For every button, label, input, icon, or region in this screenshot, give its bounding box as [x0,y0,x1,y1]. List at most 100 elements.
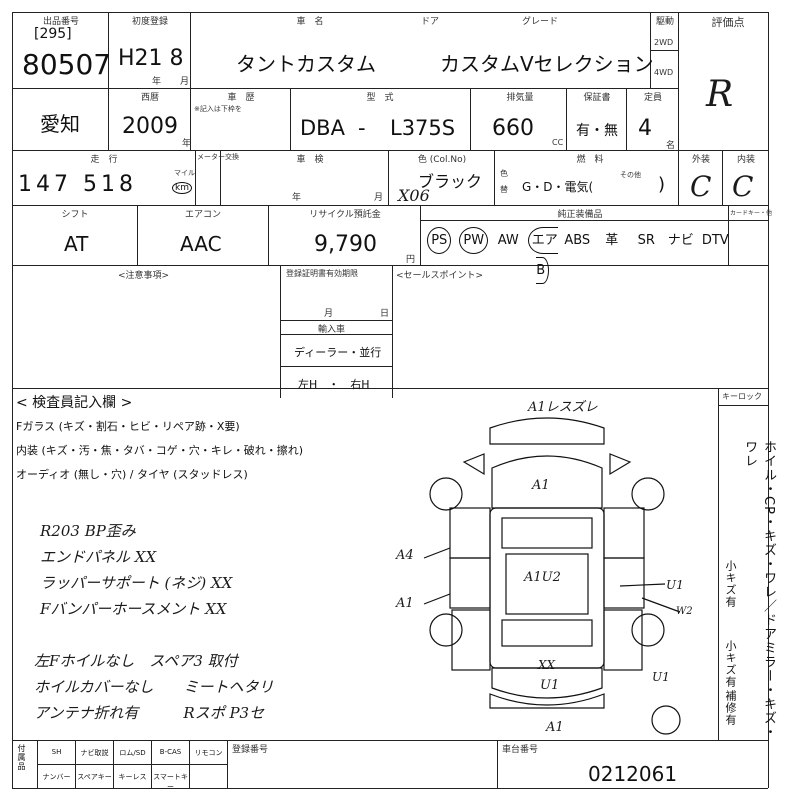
chassis-history-value: 愛知 [40,112,80,136]
right-quarter [603,609,643,671]
aircon-label: エアコン [184,210,221,220]
registration-number-label: 登録番号 [232,745,269,755]
chassis-number-label: 車台番号 [502,745,539,755]
warranty: 有・無 [576,123,618,139]
handwritten-note-7: アンテナ折れ有 Rスポ P3セ [34,704,265,722]
handle-side: 左H ・ 右H [298,378,370,391]
accessory-foot1-4: リモコン [194,749,223,757]
rating-label: 評価点 [711,16,745,29]
handwritten-note-3: ラッパーサポート (ネジ) XX [40,574,233,592]
wheel-mirror-side-note: ホイル・CP・キズ・ワレ／ドアミラー・キズ・ワレ [742,440,776,739]
spare-wheel [651,705,681,735]
door-label: ドア [420,17,439,27]
interior-grade: C [732,170,754,203]
notes-label: <注意事項> [118,271,170,281]
first-reg-year-unit: 年 [152,77,162,87]
mark-right-u1: U1 [666,578,684,592]
meter-exchange-label: メーター交換 [197,153,239,161]
warranty-label: 保証書 [583,93,611,103]
chassis-number: 0212061 [588,762,678,786]
handwritten-note-5: 左Fホイルなし スペア3 取付 [34,652,238,670]
first-registration-label: 初度登録 [131,17,168,27]
expiry-day: 日 [380,309,390,319]
mark-right-rear-u1: U1 [652,670,670,684]
history-label: 車 歴 [227,93,255,103]
right-front-wheel [631,477,665,511]
equipment-item-1: PW [457,226,492,256]
displacement-unit: CC [552,138,564,147]
equipment-item-4: ABS [564,233,591,248]
grade-label: グレード [521,17,558,27]
equipment-item-5: 革 [605,233,619,248]
sales-point-label: <セールスポイント> [396,271,484,281]
drive-2wd: 2WD [654,38,674,47]
right-mirror [609,453,632,476]
grade: カスタムVセレクション [440,52,654,76]
mark-bottom: A1 [546,720,564,735]
displacement: 660 [492,116,534,141]
lane-number: [295] [34,26,72,42]
card-key-label: カードキー・他 [730,210,773,217]
model-type-label: 型 式 [366,93,394,103]
right-front-door [603,507,645,559]
shift-label: シフト [61,210,89,220]
exterior-label: 外装 [691,155,710,165]
recycle-fee: 9,790 [314,232,377,257]
import-label: 輸入車 [318,325,346,335]
lot-number: 80507 [22,48,112,81]
accessory-foot1-2: ロム/SD [119,749,146,757]
roof-shape [505,553,589,615]
interior-label: 内装 [736,155,755,165]
accessory-foot2-3: スマートキー [153,773,188,791]
capacity-unit: 名 [666,141,676,151]
left-quarter [451,609,491,671]
audio-tire-condition: オーディオ (無し・穴) / タイヤ (スタッドレス) [16,468,248,481]
model-year-unit: 年 [182,139,192,149]
inspection-year: 年 [292,193,302,203]
color-code: X06 [398,186,430,205]
import-dealer: ディーラー・並行 [294,346,382,359]
accessory-foot2-0: ナンバー [42,773,71,781]
car-name: タントカスタム [236,52,376,76]
right-rear-door [603,557,645,609]
handwritten-note-6: ホイルカバーなし ミートヘタリ [34,678,274,696]
mark-hood: A1 [532,478,550,493]
registration-expiry-label: 登録証明書有効期限 [286,269,358,278]
right-rear-wheel [631,613,665,647]
equipment-item-3: エアB [526,226,561,286]
mileage-label: 走 行 [90,155,118,165]
fuel-close: ) [658,174,666,195]
expiry-month: 月 [324,309,334,319]
mark-roof: A1U2 [524,570,561,585]
fuel-other: その他 [620,171,641,179]
rear-hatch-shape [491,667,603,699]
inspector-title: < 検査員記入欄 > [16,395,133,411]
exterior-grade: C [690,170,712,203]
first-reg-month-unit: 月 [180,77,190,87]
handwritten-note-1: R203 BP歪み [40,522,136,540]
rating: R [706,74,734,115]
handwritten-note-4: Fバンパーホースメント XX [40,600,227,618]
inspection-label: 車 検 [296,155,324,165]
color-label: 色 (Col.No) [417,155,467,165]
accessory-foot1-3: B-CAS [159,748,182,756]
mark-left-front: A4 [396,548,414,563]
left-rear-wheel [429,613,463,647]
lot-number-label: 出品番号 [42,17,79,27]
mark-top: A1レスズレ [528,400,598,415]
rear-bumper-shape [489,693,605,709]
windshield-shape [501,517,593,549]
drive-4wd: 4WD [654,68,674,77]
glass-condition: Fガラス (キズ・割石・ヒビ・リペア跡・X要) [16,420,240,433]
car-name-label: 車 名 [296,17,324,27]
color-change-label: 色替 [500,169,508,194]
car-damage-diagram [423,417,681,735]
model-year: 2009 [122,114,178,139]
equipment-item-6: SR [637,233,655,248]
accessory-foot2-1: スペアキー [77,773,112,781]
interior-condition: 内装 (キズ・汚・焦・タバ・コゲ・穴・キレ・破れ・擦れ) [16,444,304,457]
equipment-item-8: DTV [701,233,729,248]
hood-shape [491,455,603,509]
mileage-unit-miles: マイル [174,169,195,177]
fuel-label: 燃 料 [576,155,604,165]
